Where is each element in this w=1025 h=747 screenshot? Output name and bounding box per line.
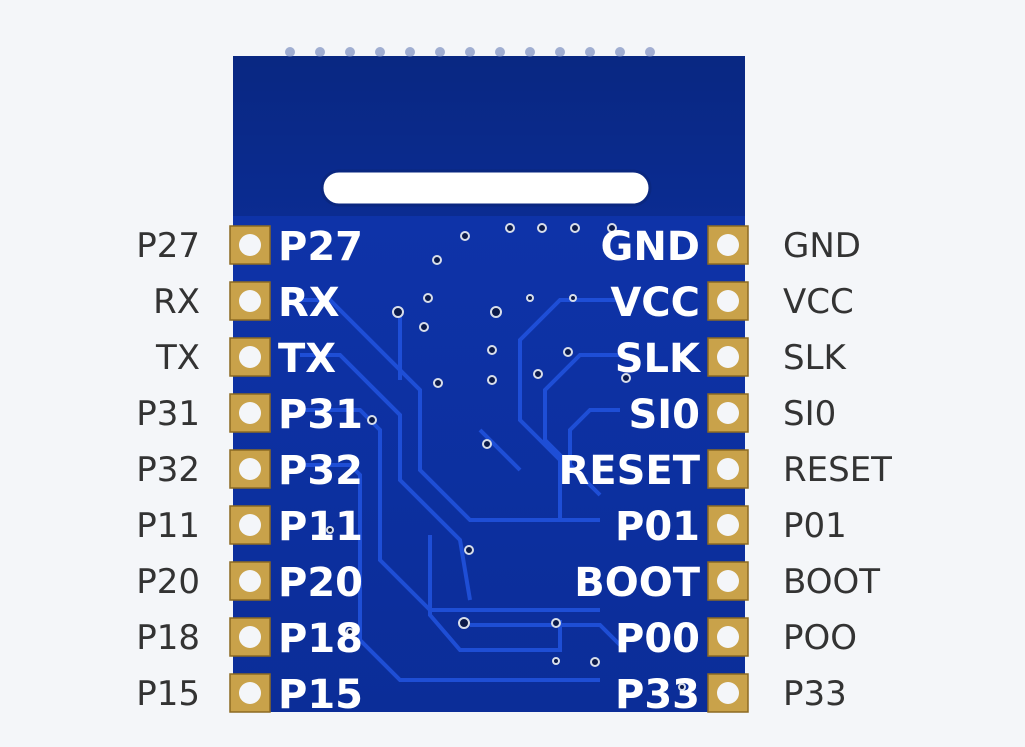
silk-left-6: P20 [278, 560, 363, 606]
pin-label-right-4: RESET [783, 450, 892, 490]
antenna-slot [320, 169, 652, 207]
silk-right-8: P33 [615, 672, 700, 718]
pin-label-left-2: TX [155, 338, 200, 378]
pin-label-right-7: POO [783, 618, 857, 658]
silk-left-3: P31 [278, 392, 363, 438]
pin-label-left-7: P18 [136, 618, 200, 658]
silk-right-6: BOOT [574, 560, 700, 606]
pin-label-left-5: P11 [136, 506, 200, 546]
silk-right-5: P01 [615, 504, 700, 550]
pin-label-left-6: P20 [136, 562, 200, 602]
right-pads [707, 225, 749, 713]
silk-left-1: RX [278, 280, 340, 326]
pin-label-left-1: RX [153, 282, 200, 322]
silk-right-1: VCC [610, 280, 700, 326]
pin-label-right-0: GND [783, 226, 861, 266]
silk-left-8: P15 [278, 672, 363, 718]
pin-label-right-6: BOOT [783, 562, 880, 602]
pcb-board [233, 47, 745, 712]
pin-label-left-8: P15 [136, 674, 200, 714]
silk-left-0: P27 [278, 224, 363, 270]
pin-label-right-1: VCC [783, 282, 854, 322]
silk-right-3: SI0 [628, 392, 700, 438]
silk-right-2: SLK [615, 336, 702, 382]
pin-label-left-4: P32 [136, 450, 200, 490]
silkscreen-left: P27 RX TX P31 P32 P11 P20 P18 P15 [278, 224, 363, 718]
silk-right-7: P00 [615, 616, 700, 662]
pin-label-left-0: P27 [136, 226, 200, 266]
pin-labels-left: P27 RX TX P31 P32 P11 P20 P18 P15 [136, 226, 200, 714]
silk-left-7: P18 [278, 616, 363, 662]
silk-right-0: GND [600, 224, 700, 270]
pin-labels-right: GND VCC SLK SI0 RESET P01 BOOT POO P33 [783, 226, 892, 714]
silkscreen-right: GND VCC SLK SI0 RESET P01 BOOT P00 P33 [558, 224, 702, 718]
pin-label-right-8: P33 [783, 674, 847, 714]
pin-label-right-2: SLK [783, 338, 848, 378]
pin-label-right-3: SI0 [783, 394, 836, 434]
left-pads [229, 225, 271, 713]
silk-right-4: RESET [558, 448, 700, 494]
silk-left-2: TX [278, 336, 336, 382]
pin-label-right-5: P01 [783, 506, 847, 546]
silk-left-5: P11 [278, 504, 363, 550]
pin-label-left-3: P31 [136, 394, 200, 434]
silk-left-4: P32 [278, 448, 363, 494]
pcb-vias [326, 223, 686, 691]
